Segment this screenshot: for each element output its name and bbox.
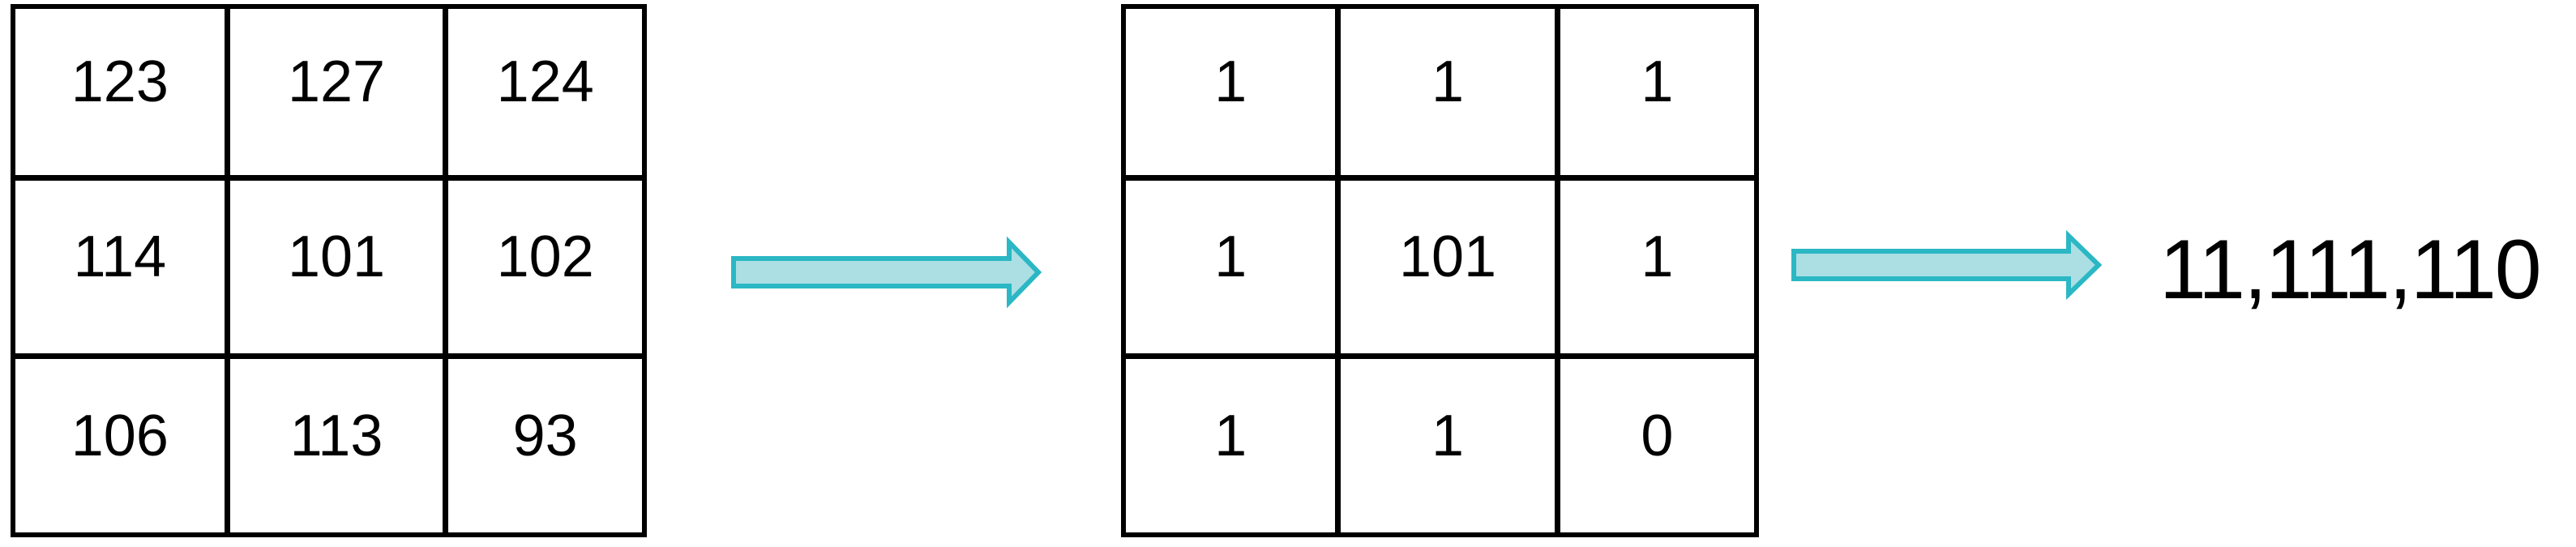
cell-value: 1	[1431, 49, 1465, 115]
cell-value: 1	[1214, 403, 1247, 468]
grid-cell: 93	[448, 358, 642, 532]
grid-cell: 114	[15, 180, 225, 353]
grid-cell: 113	[229, 358, 443, 532]
cell-value: 0	[1641, 403, 1674, 468]
grid-cell: 101	[1341, 180, 1555, 353]
cell-value: 1	[1641, 49, 1674, 115]
grid-cell: 123	[15, 9, 225, 175]
cell-value: 123	[71, 49, 169, 115]
grid-cell: 102	[448, 180, 642, 353]
grid-cell: 106	[15, 358, 225, 532]
pixel-intensity-grid: 123 127 124 114 101 102 106 113 93	[11, 4, 647, 537]
cell-value: 101	[1398, 224, 1497, 290]
thresholded-binary-grid: 1 1 1 1 101 1 1 1 0	[1121, 4, 1759, 537]
cell-value: 106	[71, 403, 169, 468]
cell-value: 102	[496, 224, 594, 290]
cell-value: 114	[73, 224, 167, 290]
right-arrow-icon	[731, 236, 1042, 309]
grid-cell: 1	[1126, 358, 1336, 532]
grid-cell: 127	[229, 9, 443, 175]
cell-value: 1	[1214, 49, 1247, 115]
grid-cell: 0	[1560, 358, 1754, 532]
right-arrow-icon	[1791, 229, 2103, 301]
grid-cell: 1	[1341, 358, 1555, 532]
cell-value: 1	[1641, 224, 1674, 290]
grid-cell: 1	[1126, 9, 1336, 175]
grid-cell: 1	[1560, 9, 1754, 175]
grid-cell: 124	[448, 9, 642, 175]
cell-value: 127	[287, 49, 386, 115]
grid-cell: 1	[1560, 180, 1754, 353]
cell-value: 1	[1431, 403, 1465, 468]
grid-cell: 1	[1341, 9, 1555, 175]
cell-value: 93	[512, 403, 578, 468]
cell-value: 1	[1214, 224, 1247, 290]
grid-cell: 101	[229, 180, 443, 353]
cell-value: 101	[287, 224, 386, 290]
cell-value: 113	[289, 403, 383, 468]
binary-result-value: 11,111,110	[2159, 223, 2542, 317]
cell-value: 124	[496, 49, 594, 115]
grid-cell: 1	[1126, 180, 1336, 353]
